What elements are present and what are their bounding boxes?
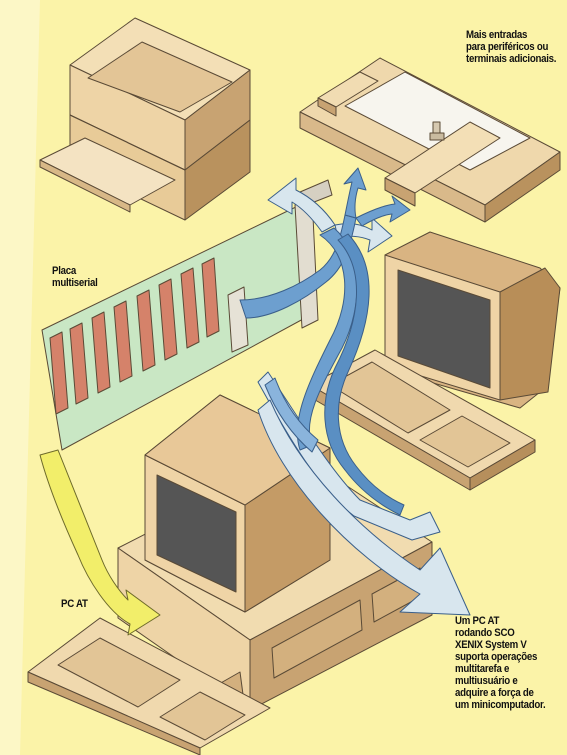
label-description: Um PC AT rodando SCO XENIX System V supo…	[455, 615, 546, 711]
plotter-icon	[299, 57, 561, 223]
label-pc-at: PC AT	[61, 598, 88, 610]
keyboard-pc-icon	[27, 617, 271, 755]
label-mais-entradas: Mais entradas para periféricos ou termin…	[466, 29, 557, 65]
keyboard-right-icon	[309, 349, 536, 491]
label-placa-multiserial: Placa multiserial	[52, 265, 98, 289]
printer-icon	[39, 17, 251, 221]
yellow-arrow-icon	[39, 449, 161, 636]
terminal-right-icon	[384, 231, 561, 409]
cable-bundle-icon	[239, 167, 471, 616]
multiserial-card-icon	[41, 179, 333, 451]
